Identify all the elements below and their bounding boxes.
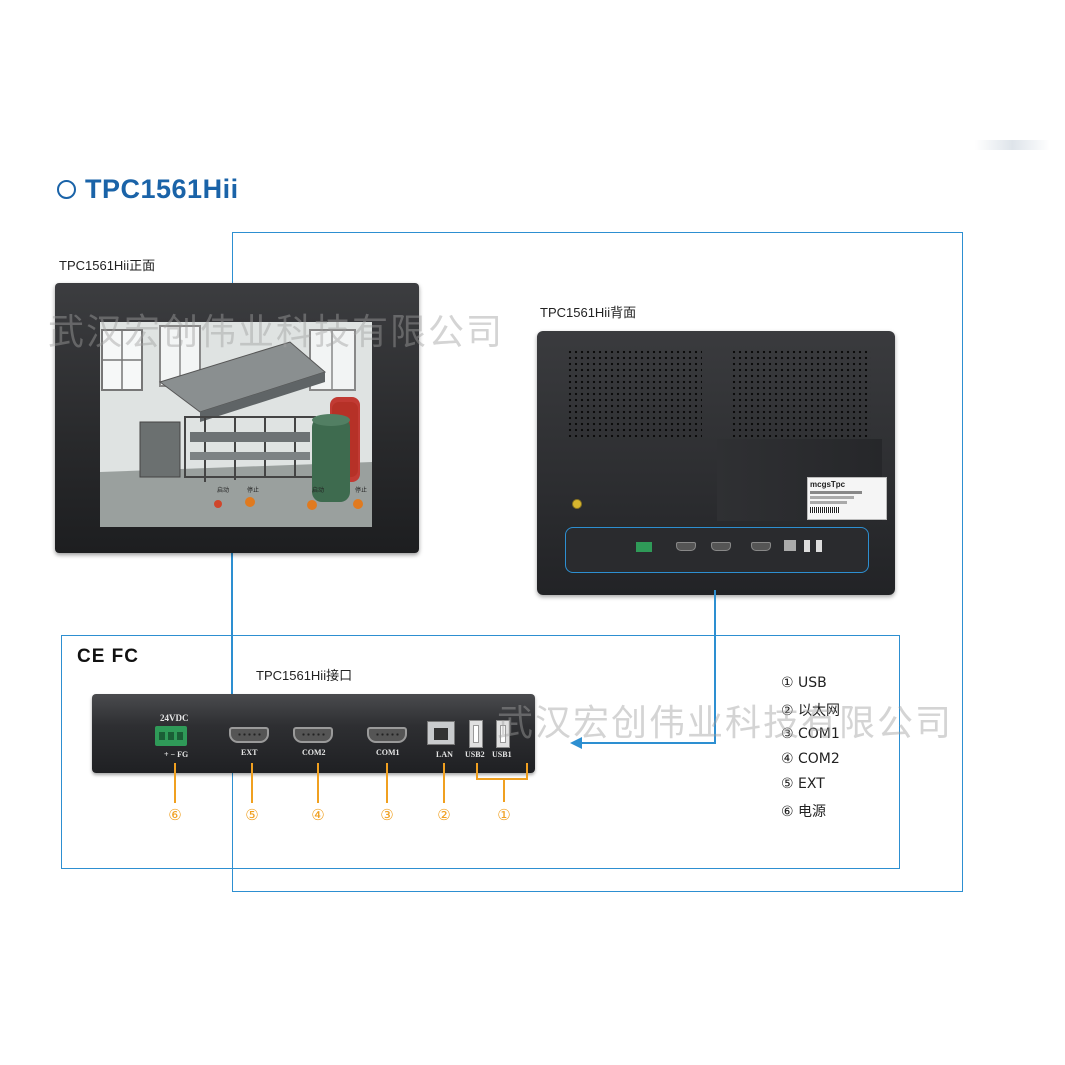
- back-connector-horizontal: [580, 742, 716, 744]
- usb2-port: [469, 720, 483, 748]
- callout-2: ②: [437, 806, 451, 824]
- label-line: [810, 491, 862, 494]
- callout-4: ④: [311, 806, 325, 824]
- com2-label: COM2: [302, 748, 326, 757]
- back-caption: TPC1561Hii背面: [540, 305, 637, 320]
- com1-port: [367, 727, 407, 743]
- usb1-socket: [500, 725, 506, 743]
- legend-item: ④ COM2: [781, 751, 840, 776]
- lan-label: LAN: [436, 750, 453, 759]
- back-panel-image: mcgsTpc: [537, 331, 895, 595]
- legend-item: ① USB: [781, 675, 840, 700]
- usb1-port: [496, 720, 510, 748]
- legend-item: ③ COM1: [781, 726, 840, 751]
- legend-num: ③: [781, 725, 794, 742]
- power-connector: [155, 726, 187, 746]
- power-pins-label: + − FG: [164, 750, 189, 759]
- legend-num: ②: [781, 703, 794, 720]
- back-com1-port: [751, 542, 771, 551]
- top-right-smudge: [975, 140, 1050, 150]
- back-ext-port: [676, 542, 696, 551]
- ext-port: [229, 727, 269, 743]
- back-usb2-port: [804, 540, 810, 552]
- legend-num: ①: [781, 675, 794, 691]
- back-port-area: [565, 527, 869, 573]
- factory-scene-illustration: 启动 停止 启动 停止: [100, 322, 372, 527]
- interface-panel-image: 24VDC + − FG EXT COM2 COM1 LAN USB2 USB1: [92, 694, 535, 773]
- label-line: [810, 496, 855, 499]
- callout-6: ⑥: [168, 806, 182, 824]
- arrow-left-icon: [570, 737, 582, 749]
- callout-line-1-bridge: [476, 778, 528, 780]
- legend-num: ⑤: [781, 776, 794, 793]
- back-com2-port: [711, 542, 731, 551]
- interface-frame: [61, 635, 900, 869]
- lan-port: [427, 721, 455, 745]
- legend-label: COM2: [798, 750, 840, 767]
- front-connector: [231, 553, 233, 696]
- title-bullet-icon: [57, 180, 76, 199]
- legend-num: ④: [781, 750, 794, 767]
- legend-label: 电源: [798, 804, 827, 821]
- com1-label: COM1: [376, 748, 400, 757]
- front-caption: TPC1561Hii正面: [59, 255, 160, 274]
- legend-item: ⑤ EXT: [781, 776, 840, 801]
- callout-line-5: [251, 763, 253, 803]
- usb2-label: USB2: [465, 750, 485, 759]
- svg-text:启动: 启动: [217, 486, 229, 494]
- com2-port: [293, 727, 333, 743]
- vent-grille-left: [567, 349, 702, 437]
- front-screen: 启动 停止 启动 停止: [100, 322, 372, 527]
- back-lan-port: [784, 540, 796, 551]
- callout-line-1: [503, 778, 505, 802]
- certification-marks: CE FC: [77, 646, 139, 667]
- legend-label: 以太网: [798, 703, 841, 720]
- port-legend: ① USB ② 以太网 ③ COM1 ④ COM2 ⑤ EXT ⑥ 电源: [781, 675, 840, 827]
- lan-socket: [434, 728, 448, 740]
- power-pin: [177, 732, 183, 740]
- usb2-socket: [473, 725, 479, 743]
- ground-screw-icon: [572, 499, 582, 509]
- vent-grille-right: [731, 349, 871, 437]
- page-title: TPC1561Hii: [57, 174, 239, 205]
- back-connector-vertical: [714, 590, 716, 744]
- svg-text:启动: 启动: [312, 486, 324, 494]
- legend-num: ⑥: [781, 804, 794, 821]
- callout-5: ⑤: [245, 806, 259, 824]
- back-power-connector: [636, 542, 652, 552]
- callout-line-2: [443, 763, 445, 803]
- legend-label: COM1: [798, 725, 840, 742]
- svg-text:停止: 停止: [355, 486, 367, 494]
- back-usb1-port: [816, 540, 822, 552]
- power-pin: [159, 732, 165, 740]
- usb1-label: USB1: [492, 750, 512, 759]
- legend-label: USB: [798, 675, 827, 691]
- legend-item: ② 以太网: [781, 700, 840, 725]
- front-panel-image: 启动 停止 启动 停止: [55, 283, 419, 553]
- back-product-label: mcgsTpc: [807, 477, 887, 520]
- callout-1: ①: [497, 806, 511, 824]
- legend-item: ⑥ 电源: [781, 801, 840, 826]
- callout-3: ③: [380, 806, 394, 824]
- page-title-text: TPC1561Hii: [85, 174, 239, 204]
- legend-label: EXT: [798, 776, 825, 793]
- svg-text:停止: 停止: [247, 486, 259, 494]
- power-pin: [168, 732, 174, 740]
- label-line: [810, 501, 847, 504]
- interface-caption: TPC1561Hii接口: [256, 668, 353, 683]
- barcode-icon: [810, 507, 840, 513]
- callout-line-1a: [476, 763, 478, 779]
- callout-line-6: [174, 763, 176, 803]
- power-label: 24VDC: [160, 713, 189, 723]
- callout-line-4: [317, 763, 319, 803]
- callout-line-3: [386, 763, 388, 803]
- ext-label: EXT: [241, 748, 258, 757]
- callout-line-1b: [526, 763, 528, 779]
